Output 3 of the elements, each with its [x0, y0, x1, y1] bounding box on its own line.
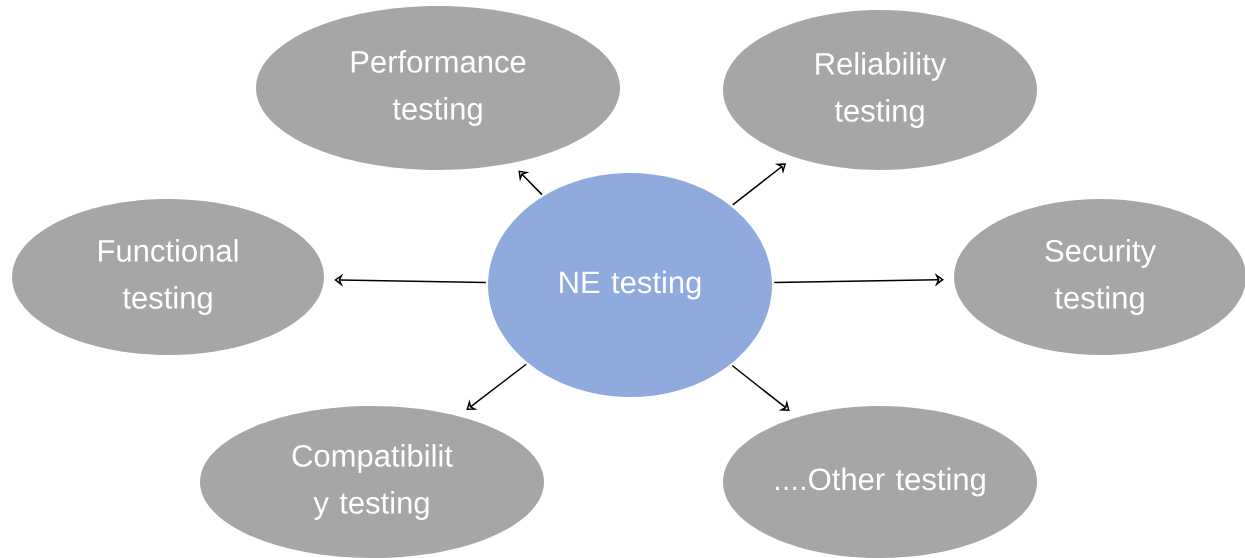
arrow	[731, 364, 790, 411]
arrow	[518, 170, 543, 196]
arrow	[466, 363, 527, 410]
